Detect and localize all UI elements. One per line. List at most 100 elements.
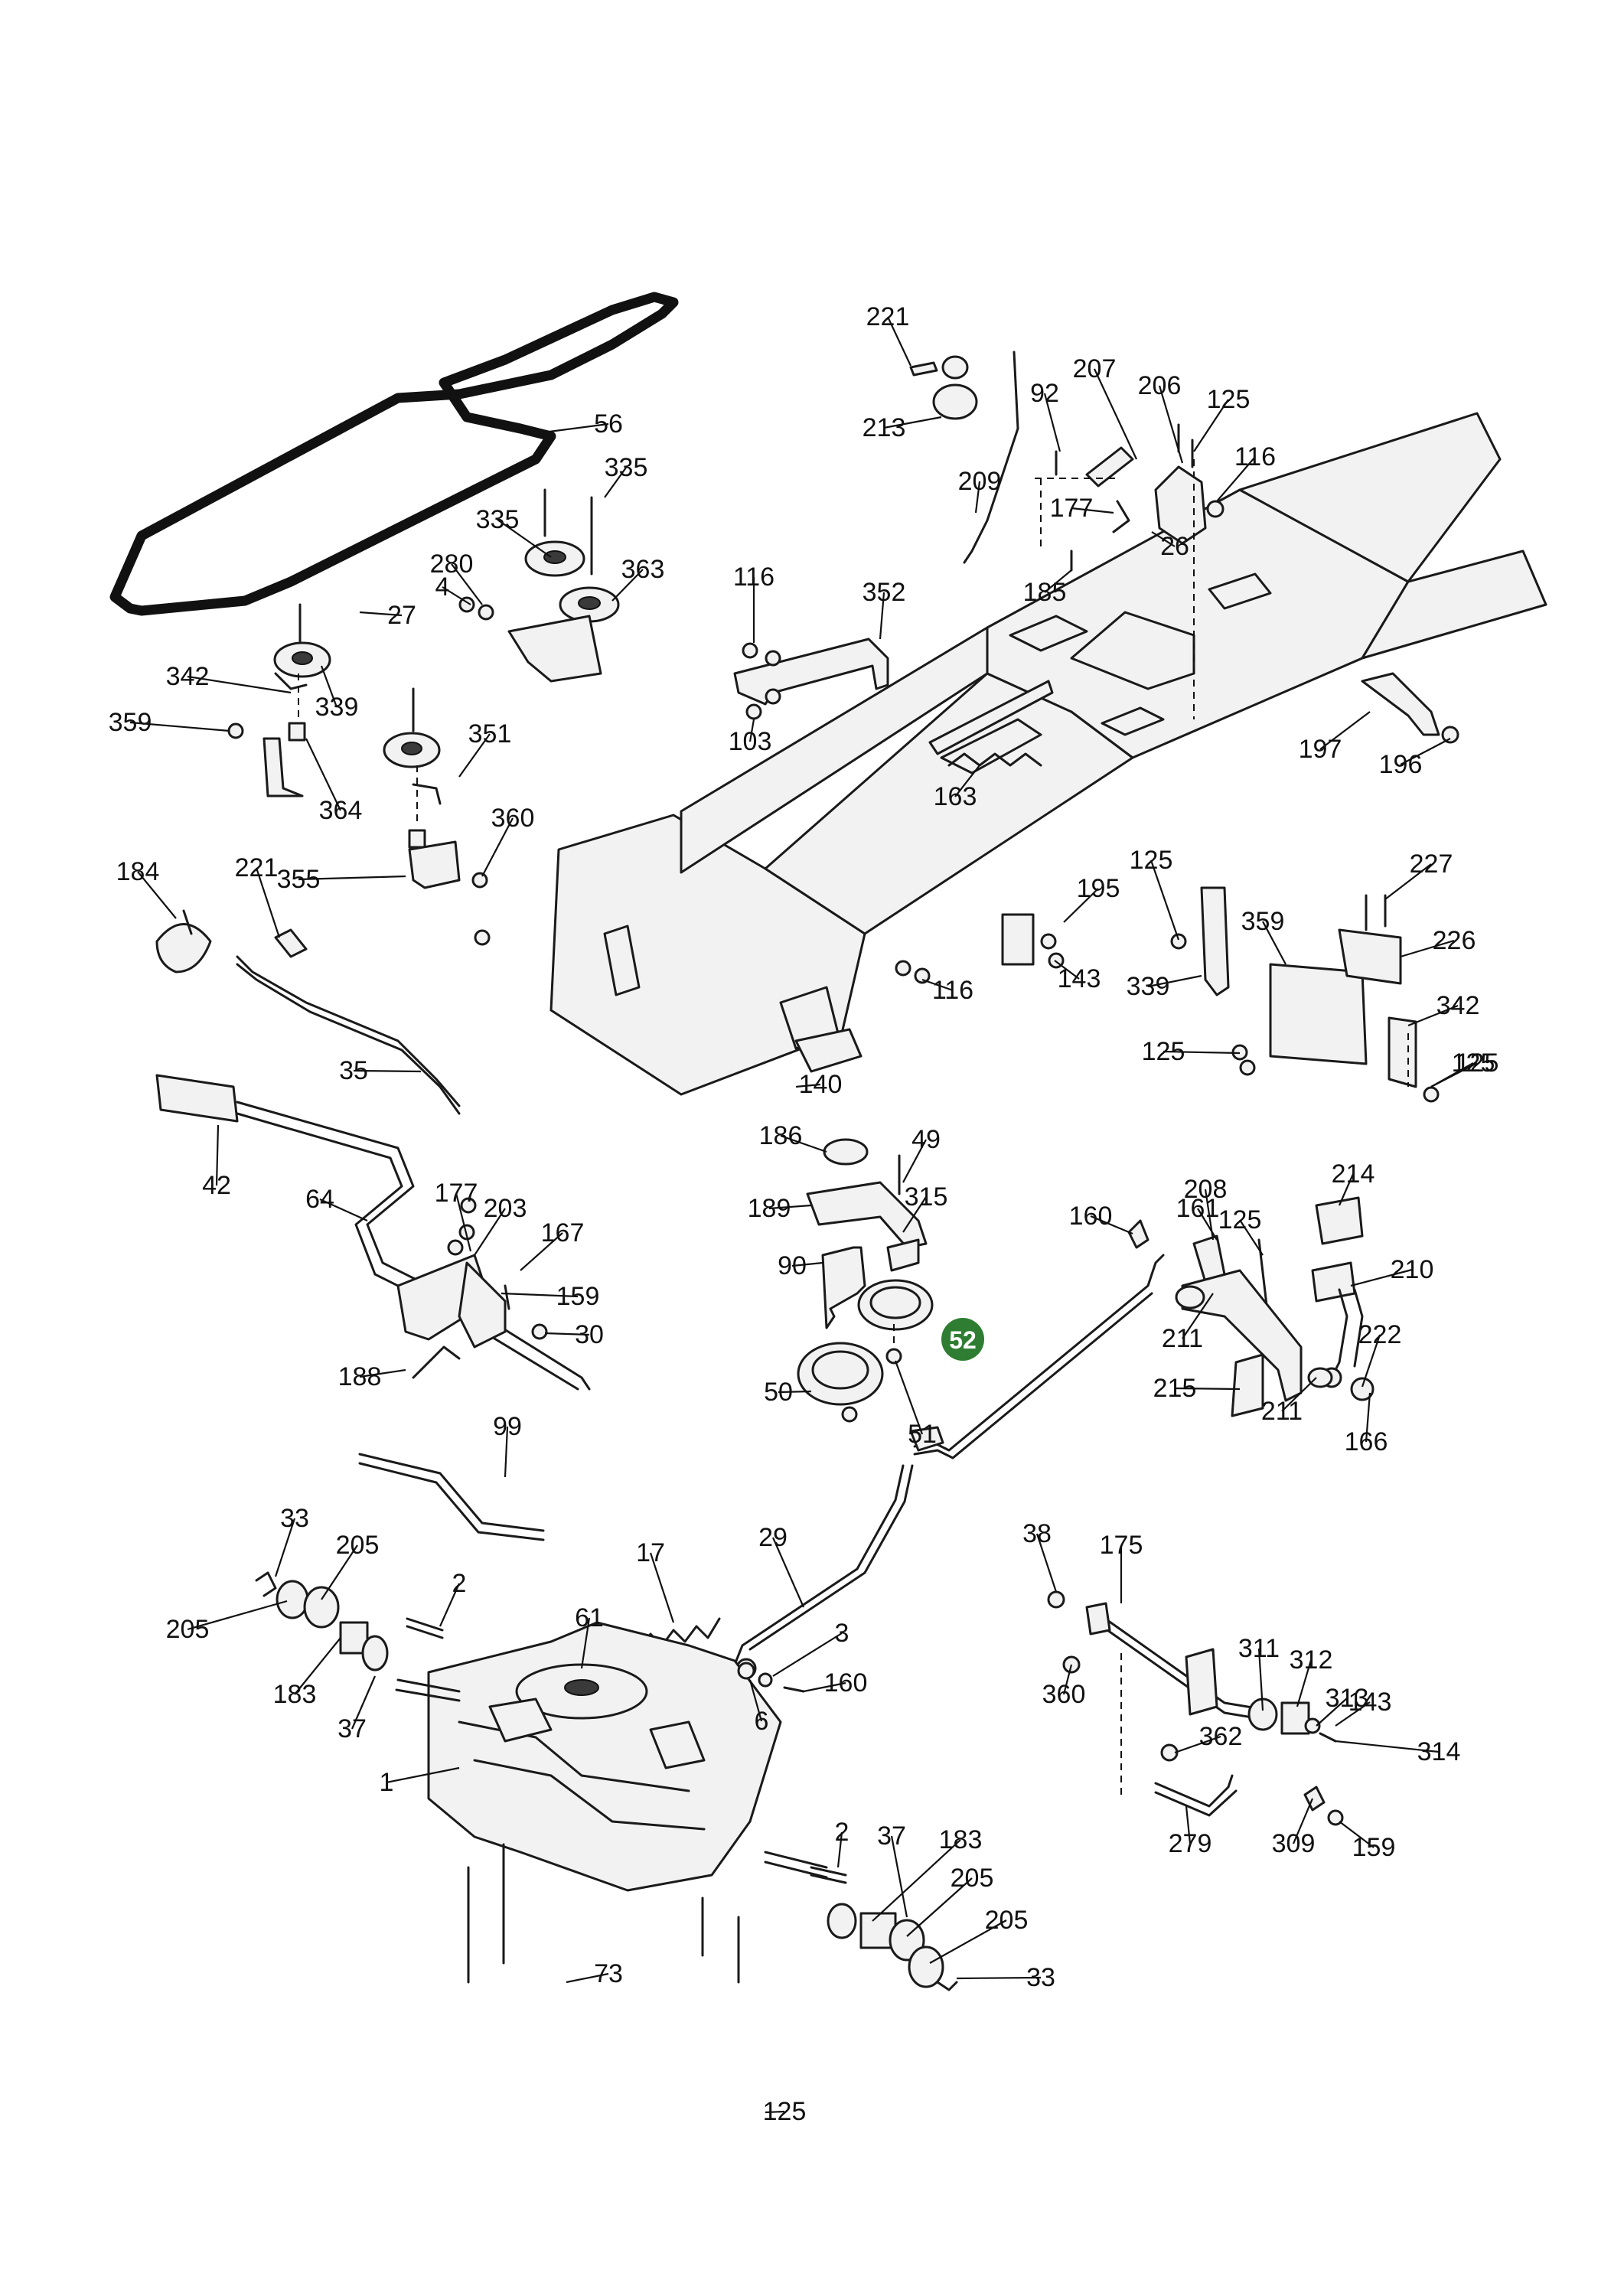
leader-line	[748, 1679, 763, 1722]
part-number-label: 2	[835, 1818, 850, 1847]
part-number-label: 103	[729, 727, 772, 756]
part-number-label: 90	[778, 1251, 807, 1280]
leader-line	[879, 592, 885, 640]
leader-line	[778, 1390, 812, 1394]
leader-line	[1384, 863, 1432, 900]
pedal-group	[1127, 1196, 1375, 1417]
leader-line	[319, 1198, 368, 1222]
part-number-label: 342	[166, 662, 210, 691]
leader-line	[497, 519, 552, 558]
bracket-351	[733, 638, 889, 720]
leader-line	[887, 316, 911, 367]
part-number-label: 214	[1332, 1159, 1375, 1189]
main-frame	[549, 412, 1547, 1096]
leader-line	[1197, 1208, 1218, 1241]
leader-line	[1054, 960, 1080, 980]
knob-184	[155, 909, 212, 974]
part-number-label: 125	[1452, 1049, 1495, 1078]
part-number-label: 99	[493, 1412, 522, 1441]
part-number-label: 206	[1138, 371, 1182, 400]
leader-line	[890, 1835, 908, 1918]
bracket-group-355	[1170, 886, 1440, 1103]
part-number-label: 166	[1345, 1427, 1388, 1456]
leader-line	[768, 1204, 812, 1210]
part-number-label: 339	[315, 693, 359, 722]
leader-line	[386, 1766, 460, 1784]
axle-parts-left	[255, 1571, 444, 1671]
arm-197	[1361, 672, 1459, 744]
leader-line	[1062, 1664, 1073, 1695]
axle-parts-right	[810, 1866, 958, 1991]
part-number-label: 226	[1433, 926, 1476, 955]
part-number-label: 38	[1022, 1519, 1052, 1548]
leader-line	[187, 1600, 288, 1631]
part-number-label: 189	[748, 1194, 791, 1223]
part-number-label: 183	[273, 1680, 317, 1709]
leader-line	[1319, 711, 1371, 750]
part-number-label: 355	[277, 865, 321, 894]
leader-line	[442, 586, 471, 605]
part-number-label: 4	[435, 572, 450, 602]
leader-line	[780, 1134, 827, 1153]
part-number-label: 116	[932, 976, 973, 1005]
pin-parts	[737, 1662, 805, 1693]
part-number-label: 125	[1130, 846, 1173, 875]
leader-line	[1262, 921, 1286, 965]
leader-line	[351, 1675, 377, 1730]
part-number-label: 3	[835, 1619, 850, 1648]
leader-line	[795, 1083, 821, 1088]
shaft-175	[1047, 1590, 1344, 1826]
leader-line	[1174, 1387, 1241, 1391]
leader-line	[1090, 1215, 1133, 1235]
leader-line	[1335, 1740, 1440, 1753]
drive-belt	[109, 292, 679, 616]
part-number-label: 1	[380, 1768, 394, 1797]
part-number-label: 314	[1417, 1737, 1461, 1766]
leader-line	[1094, 368, 1137, 460]
part-number-label: 188	[338, 1362, 382, 1391]
part-number-label: 362	[1199, 1722, 1243, 1751]
highlight-badge-label: 52	[949, 1326, 977, 1354]
part-number-label: 359	[1241, 907, 1285, 936]
leader-line	[1400, 738, 1451, 765]
leader-line	[1150, 859, 1180, 941]
part-number-label: 205	[336, 1531, 380, 1560]
leader-line	[1239, 1219, 1264, 1256]
pulley-assembly	[797, 1138, 934, 1423]
part-number-label: 215	[1153, 1374, 1197, 1403]
leader-line	[954, 765, 980, 797]
part-number-label: 339	[1127, 972, 1170, 1001]
lift-lever	[909, 351, 1225, 719]
part-number-label: 221	[866, 302, 910, 331]
leader-line	[872, 1839, 961, 1922]
part-number-label: 27	[387, 601, 416, 630]
part-number-label: 33	[280, 1504, 309, 1533]
leader-line	[320, 665, 338, 708]
leader-line	[1292, 1798, 1314, 1844]
part-number-label: 335	[476, 505, 520, 534]
leader-line	[501, 1292, 579, 1298]
leader-line	[274, 1518, 296, 1577]
leader-line	[1361, 1334, 1381, 1388]
leader-line	[451, 563, 483, 605]
part-number-label: 210	[1391, 1255, 1434, 1284]
leader-line	[1163, 1050, 1241, 1055]
spring-161	[947, 752, 1042, 767]
leader-line	[974, 481, 981, 514]
rod-99	[358, 1453, 545, 1541]
part-number-label: 360	[491, 804, 535, 833]
part-number-label: 195	[1077, 874, 1120, 903]
part-number-label: 222	[1358, 1320, 1402, 1349]
part-number-label: 160	[824, 1668, 868, 1698]
transaxle	[395, 1621, 828, 1984]
leader-line	[543, 422, 609, 434]
part-number-label: 33	[1026, 1963, 1055, 1992]
leader-line	[458, 733, 491, 778]
leader-line	[836, 1831, 843, 1868]
part-number-label: 221	[235, 853, 279, 882]
part-number-label: 92	[1030, 379, 1059, 408]
part-number-label: 61	[575, 1603, 604, 1632]
part-number-label: 163	[934, 782, 977, 811]
part-number-label: 73	[594, 1959, 623, 1988]
